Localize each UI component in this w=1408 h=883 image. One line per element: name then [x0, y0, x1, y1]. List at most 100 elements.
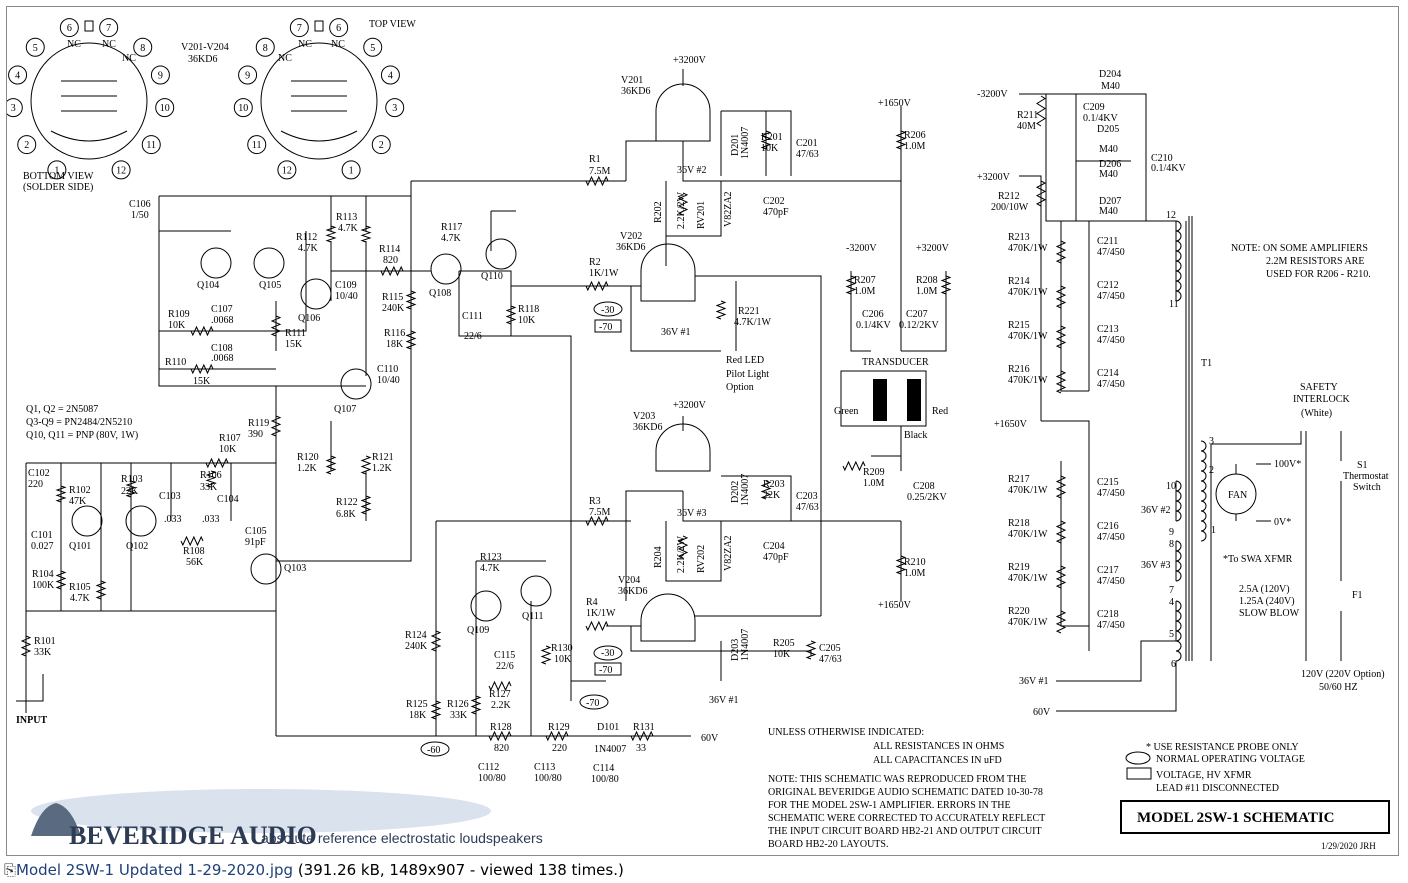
f1-label: F1 — [1352, 590, 1363, 601]
bottom-view-title: BOTTOM VIEW — [23, 171, 94, 182]
r215-label: R215 — [1008, 320, 1030, 331]
c101-value: 0.027 — [31, 541, 54, 552]
resistor-zigzag — [488, 730, 512, 742]
tube-pin-label: 4 — [15, 71, 20, 82]
v203-name: V203 — [633, 411, 655, 422]
r131-value: 33 — [636, 743, 646, 754]
r208-value: 1.0M — [916, 286, 938, 297]
r103-label: R103 — [121, 474, 143, 485]
note-r206-line2: 2.2M RESISTORS ARE — [1266, 256, 1364, 267]
tube-pin-label: 8 — [140, 43, 145, 54]
paperclip-icon: ⎘ — [4, 861, 17, 879]
image-file-link[interactable]: Model 2SW-1 Updated 1-29-2020.jpg — [16, 861, 294, 879]
supply-60v-xfmr: 60V — [1033, 707, 1051, 718]
r218-value: 470K/1W — [1008, 529, 1048, 540]
r126-label: R126 — [447, 699, 469, 710]
q106-label: Q106 — [298, 313, 320, 324]
voltage-box — [594, 319, 622, 333]
r210-value: 1.0M — [904, 568, 926, 579]
nc-label: NC — [331, 39, 345, 50]
tube-pin-circle — [47, 160, 67, 180]
r220-value: 470K/1W — [1008, 617, 1048, 628]
c111-value: 22/6 — [464, 331, 482, 342]
supply-36v2-v201: 36V #2 — [677, 165, 707, 176]
xfmr-pin-11: 11 — [1169, 299, 1179, 310]
r118-label: R118 — [518, 304, 539, 315]
schematic-title: MODEL 2SW-1 SCHEMATIC — [1137, 810, 1335, 826]
voltage-oval — [420, 741, 450, 757]
tube-pin-label: 6 — [336, 23, 341, 34]
tube-pin-circle — [141, 135, 161, 155]
supply-p1650-bottom: +1650V — [878, 600, 912, 611]
r129-label: R129 — [548, 722, 570, 733]
tube-pin-circle — [17, 135, 37, 155]
resistor-zigzag — [430, 700, 442, 720]
r127-value: 2.2K — [491, 700, 512, 711]
c212-value: 47/450 — [1097, 291, 1125, 302]
r2-label: R2 — [589, 257, 601, 268]
c215-value: 47/450 — [1097, 488, 1125, 499]
tube-pin-circle — [329, 18, 349, 38]
r110-label: R110 — [165, 357, 186, 368]
s1-desc2: Switch — [1353, 482, 1381, 493]
v202-name: V202 — [620, 231, 642, 242]
resistor-zigzag — [270, 415, 282, 437]
d205-label: D205 — [1097, 124, 1119, 135]
r209-value: 1.0M — [863, 478, 885, 489]
supply-36v1-xfmr: 36V #1 — [1019, 676, 1049, 687]
r104-label: R104 — [32, 569, 54, 580]
d201-label: D201 — [730, 134, 741, 156]
resistor-zigzag — [205, 470, 217, 488]
voltage-labels: -30 -70 -30 -70 -70 -60 — [427, 305, 614, 756]
tube-pin-circle — [150, 65, 170, 85]
r102-value: 47K — [69, 496, 87, 507]
resistor-zigzag — [540, 645, 552, 665]
nc-label: NC — [102, 39, 116, 50]
d203-label: D203 — [730, 639, 741, 661]
voltage-m70-v202: -70 — [599, 322, 612, 333]
r123-label: R123 — [480, 552, 502, 563]
r105-value: 4.7K — [70, 593, 91, 604]
v203-type: 36KD6 — [633, 422, 662, 433]
q103-label: Q103 — [284, 563, 306, 574]
note-repro-3: FOR THE MODEL 2SW-1 AMPLIFIER. ERRORS IN… — [768, 800, 1011, 811]
resistor-zigzag — [505, 305, 517, 325]
r210-label: R210 — [904, 557, 926, 568]
tube-pin-label: 1 — [349, 165, 354, 176]
r113-label: R113 — [336, 212, 357, 223]
r201-value: 10K — [761, 143, 779, 154]
supply-p3200-transducer: +3200V — [916, 243, 950, 254]
c206-value: 0.1/4KV — [856, 320, 892, 331]
d101-label: D101 — [597, 722, 619, 733]
c110-label: C110 — [377, 364, 398, 375]
c216-value: 47/450 — [1097, 532, 1125, 543]
r110-value: 15K — [193, 376, 211, 387]
legend-line4: LEAD #11 DISCONNECTED — [1156, 783, 1279, 794]
c218-value: 47/450 — [1097, 620, 1125, 631]
r117-label: R117 — [441, 222, 462, 233]
tube-model-label: V201-V204 — [181, 42, 229, 53]
supply-60v: 60V — [701, 733, 719, 744]
r128-label: R128 — [490, 722, 512, 733]
tube-pin-label: 12 — [116, 165, 126, 176]
r108-value: 56K — [186, 557, 204, 568]
c114-value: 100/80 — [591, 774, 619, 785]
r214-value: 470K/1W — [1008, 287, 1048, 298]
resistor-zigzag — [405, 330, 417, 350]
c205-label: C205 — [819, 643, 841, 654]
transformer-coil — [1175, 540, 1182, 582]
image-file-info: (391.26 kB, 1489x907 - viewed 138 times.… — [293, 861, 624, 879]
c104-value: .033 — [202, 514, 220, 525]
note-repro-2: ORIGINAL BEVERIDGE AUDIO SCHEMATIC DATED… — [768, 787, 1043, 798]
r120-value: 1.2K — [297, 463, 318, 474]
v201-name: V201 — [621, 75, 643, 86]
r217-label: R217 — [1008, 474, 1030, 485]
led-line2: Pilot Light — [726, 369, 769, 380]
supply-p3200-hv: +3200V — [977, 172, 1011, 183]
tube-pin-label: 12 — [282, 165, 292, 176]
d207-value: M40 — [1099, 206, 1118, 217]
unless-line1: UNLESS OTHERWISE INDICATED: — [768, 727, 924, 738]
tube-pin-circle — [371, 135, 391, 155]
voltage-m30-v202: -30 — [601, 305, 614, 316]
supply-36v3-xfmr: 36V #3 — [1141, 560, 1171, 571]
